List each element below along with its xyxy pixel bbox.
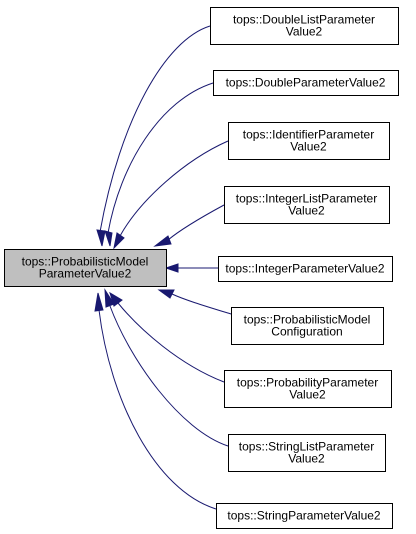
class-name-line: tops::ProbabilisticModel (244, 313, 371, 327)
class-name-line: tops::IdentifierParameter (243, 128, 374, 142)
inheritance-edges (94, 25, 232, 510)
derived-class-box[interactable] (231, 307, 384, 345)
class-name-line: tops::IntegerParameterValue2 (225, 262, 385, 276)
class-name-line: Value2 (288, 452, 325, 466)
derived-class-box[interactable] (216, 503, 393, 529)
class-name-line: Value2 (289, 388, 326, 402)
class-name-line: Value2 (288, 204, 325, 218)
base-class-box[interactable] (4, 249, 167, 287)
derived-class-node-integer[interactable]: tops::IntegerParameterValue2 (218, 256, 393, 282)
class-name-line: Value2 (286, 25, 323, 39)
arrowhead (157, 289, 175, 299)
derived-class-box[interactable] (218, 256, 393, 282)
derived-class-node-string[interactable]: tops::StringParameterValue2 (216, 503, 393, 529)
class-name-line: tops::DoubleParameterValue2 (226, 76, 386, 90)
class-name-line: tops::StringListParameter (239, 440, 374, 454)
arrowhead (113, 232, 125, 250)
inheritance-edge-string (98, 309, 217, 510)
arrowhead (94, 292, 104, 312)
class-name-line: tops::ProbabilisticModel (22, 255, 149, 269)
arrowhead (164, 263, 179, 273)
class-name-line: tops::StringParameterValue2 (227, 509, 381, 523)
derived-class-box[interactable] (228, 122, 390, 160)
arrowhead (96, 229, 106, 247)
class-name-line: tops::ProbabilityParameter (237, 376, 378, 390)
derived-class-box[interactable] (224, 186, 390, 224)
class-name-line: tops::IntegerListParameter (236, 192, 377, 206)
class-nodes: tops::ProbabilisticModelParameterValue2t… (4, 7, 399, 529)
derived-class-box[interactable] (213, 70, 399, 96)
derived-class-box[interactable] (210, 7, 399, 45)
inheritance-edge-identifier (119, 140, 229, 237)
class-name-line: Configuration (271, 325, 342, 339)
class-name-line: Value2 (290, 140, 327, 154)
inheritance-edge-double-list (99, 25, 211, 233)
class-name-line: tops::DoubleListParameter (233, 13, 375, 27)
inheritance-edge-double (107, 82, 214, 234)
derived-class-box[interactable] (224, 370, 392, 408)
class-name-line: ParameterValue2 (39, 267, 132, 281)
derived-class-node-double[interactable]: tops::DoubleParameterValue2 (213, 70, 399, 96)
arrowhead (153, 235, 172, 247)
inheritance-edge-string-list (109, 305, 229, 447)
inheritance-edge-integer-list (167, 204, 225, 241)
derived-class-box[interactable] (228, 434, 386, 472)
inheritance-edge-probabilistic-model-configuration (171, 293, 232, 315)
arrowhead (104, 230, 113, 247)
arrowhead (104, 288, 115, 308)
inheritance-edge-probability (117, 302, 225, 383)
